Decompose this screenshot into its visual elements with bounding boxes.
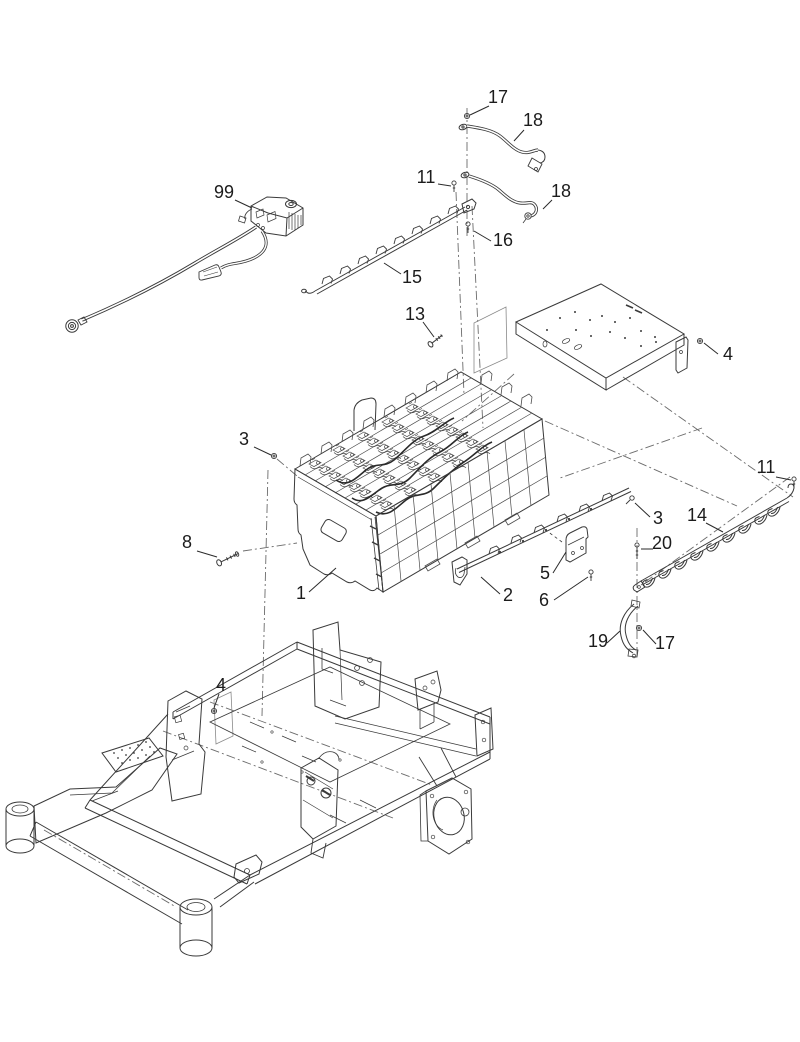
screw-part4-chassis <box>210 707 218 715</box>
leader-lines <box>196 105 792 709</box>
callout-11-top: 11 <box>417 167 436 187</box>
battery-pack-part1 <box>293 368 550 593</box>
cable-part18-upper <box>458 123 546 173</box>
callout-16: 16 <box>493 230 513 250</box>
bolt-part20 <box>634 542 640 559</box>
bolt-part8 <box>216 551 240 567</box>
callout-15: 15 <box>402 267 422 287</box>
callout-99: 99 <box>214 182 234 202</box>
screw-part3-right <box>625 495 635 505</box>
callout-1: 1 <box>296 583 306 603</box>
callout-4-chassis: 4 <box>216 675 226 695</box>
callout-13: 13 <box>405 304 425 324</box>
callout-19: 19 <box>588 631 608 651</box>
mount-tray <box>514 283 689 391</box>
callout-labels: 17 18 11 18 16 15 99 13 4 3 8 1 2 5 6 3 … <box>182 87 775 695</box>
callout-8: 8 <box>182 532 192 552</box>
clip-rail-part2 <box>451 487 632 586</box>
ghost-panel-chassis <box>213 691 234 745</box>
screw-part6 <box>588 569 594 582</box>
screw-part16 <box>465 221 471 234</box>
screw-part4-tray <box>696 337 704 345</box>
callout-17-lower: 17 <box>655 633 675 653</box>
cable-part18-lower <box>460 171 538 224</box>
screw-part11-right <box>791 476 797 489</box>
callout-18-lower: 18 <box>551 181 571 201</box>
callout-17-top: 17 <box>488 87 508 107</box>
callout-2: 2 <box>503 585 513 605</box>
projection-centerlines <box>43 108 794 908</box>
callout-18-upper: 18 <box>523 110 543 130</box>
strap-part19 <box>619 599 641 659</box>
callout-20: 20 <box>652 533 672 553</box>
callout-5: 5 <box>540 563 550 583</box>
clip-rail-part15 <box>301 198 477 295</box>
bracket-part5 <box>546 526 589 563</box>
callout-4-tray: 4 <box>723 344 733 364</box>
callout-3-right: 3 <box>653 508 663 528</box>
callout-14: 14 <box>687 505 707 525</box>
screw-part11-top <box>451 180 457 193</box>
ghost-panel-upper <box>473 306 508 374</box>
chassis-frame <box>5 621 494 957</box>
screw-part3-left <box>270 452 278 460</box>
charger-assembly-part99 <box>65 196 304 333</box>
callout-11-right: 11 <box>757 457 776 477</box>
callout-3-left: 3 <box>239 429 249 449</box>
screw-part17-lower <box>635 624 643 632</box>
hook-rail-part14 <box>632 483 795 593</box>
bolt-part13 <box>427 334 443 348</box>
callout-6: 6 <box>539 590 549 610</box>
